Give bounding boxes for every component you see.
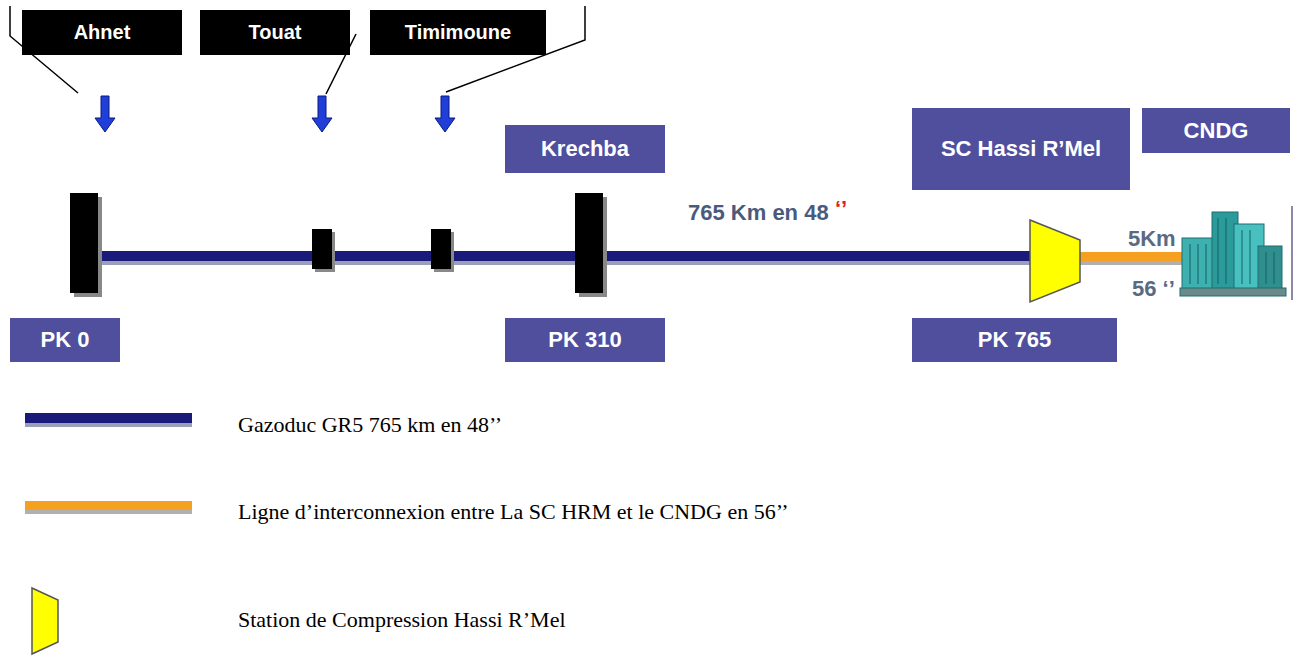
length-label: 5Km xyxy=(1128,226,1176,252)
source-box: Timimoune xyxy=(370,10,546,55)
milepost-box: PK 0 xyxy=(10,318,120,362)
station-block xyxy=(70,193,607,297)
milepost-box: PK 310 xyxy=(505,318,665,362)
legend-text: Ligne d’interconnexion entre La SC HRM e… xyxy=(238,499,789,525)
legend-text: Station de Compression Hassi R’Mel xyxy=(238,607,566,633)
pipeline-gr5-shade xyxy=(95,261,1040,265)
boundary-line xyxy=(1291,206,1293,300)
compressor-symbol xyxy=(1030,220,1080,302)
injection-arrow xyxy=(95,96,455,132)
box-label: PK 765 xyxy=(978,327,1051,353)
legend-sample-compressor xyxy=(32,588,58,654)
legend-text: Gazoduc GR5 765 km en 48’’ xyxy=(238,412,502,438)
pipeline-gr5 xyxy=(95,251,1040,261)
box-label: PK 310 xyxy=(548,327,621,353)
diameter-label: 56 ‘’ xyxy=(1132,276,1175,302)
legend-sample-interconnection xyxy=(25,501,192,510)
legend-sample-pipeline-shade xyxy=(25,423,192,427)
legend-sample-pipeline xyxy=(25,413,192,423)
interconnection-line xyxy=(1078,252,1184,261)
diameter-mark: ‘’ xyxy=(835,196,847,222)
source-box: Touat xyxy=(200,10,350,55)
legend-sample-interconnection-shade xyxy=(25,510,192,514)
box-label: Ahnet xyxy=(74,21,131,44)
box-label: Touat xyxy=(249,21,302,44)
box-label: CNDG xyxy=(1184,118,1249,144)
box-label: Timimoune xyxy=(405,21,511,44)
site-box: CNDG xyxy=(1142,108,1290,153)
station-box: SC Hassi R’Mel xyxy=(912,108,1130,190)
interconnection-shade xyxy=(1078,261,1184,265)
box-label: PK 0 xyxy=(41,327,90,353)
site-box: Krechba xyxy=(505,125,665,173)
box-label: Krechba xyxy=(541,136,629,162)
source-box: Ahnet xyxy=(22,10,182,55)
milepost-box: PK 765 xyxy=(912,318,1117,362)
cndg-building xyxy=(1180,212,1286,296)
box-label: SC Hassi R’Mel xyxy=(941,134,1101,164)
length-label: 765 Km en 48 xyxy=(688,200,829,226)
